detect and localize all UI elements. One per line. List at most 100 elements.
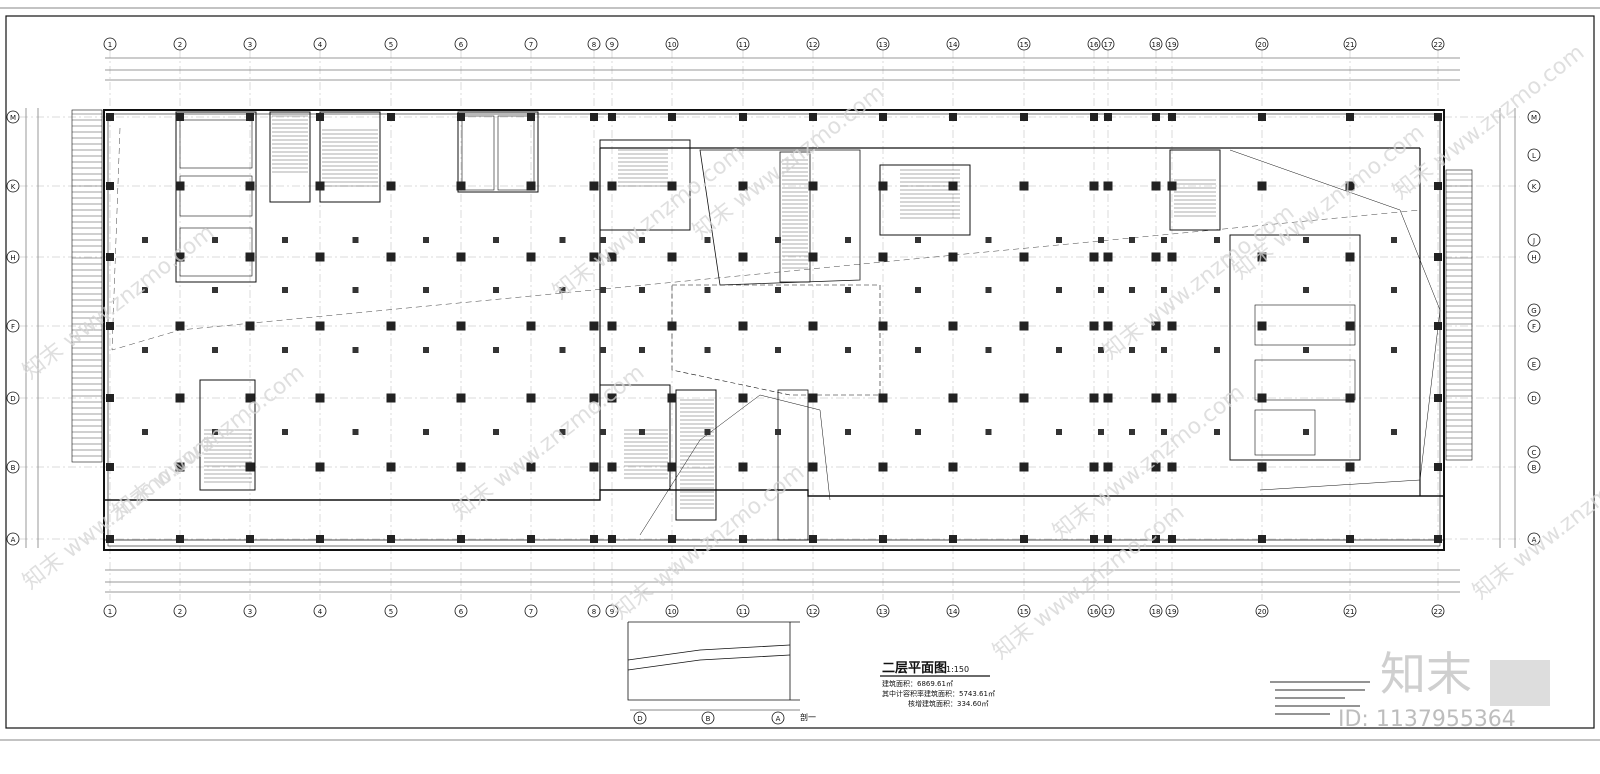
column (456, 181, 466, 191)
row-bubble-right: M (1527, 110, 1541, 124)
column-small (1161, 429, 1167, 435)
column (808, 462, 818, 472)
svg-text:M: M (10, 114, 16, 122)
svg-text:H: H (10, 254, 15, 262)
column-small (1098, 429, 1104, 435)
column (607, 462, 617, 472)
column-small (1098, 287, 1104, 293)
row-bubble-left: K (6, 179, 20, 193)
svg-text:21: 21 (1346, 41, 1355, 49)
column-small (1303, 347, 1309, 353)
column-small (775, 287, 781, 293)
svg-text:15: 15 (1020, 41, 1029, 49)
column-bubble: 22 (1431, 604, 1445, 618)
svg-text:1: 1 (108, 608, 112, 616)
column (526, 181, 536, 191)
column (527, 535, 535, 543)
column-bubble: 8 (587, 37, 601, 51)
column (176, 113, 184, 121)
column-small (493, 429, 499, 435)
left-ramp-stair (71, 109, 103, 463)
row-bubble-left: M (6, 110, 20, 124)
column-small (352, 237, 359, 243)
svg-text:6: 6 (459, 41, 464, 49)
column (1167, 321, 1177, 331)
column-bubble: 6 (454, 604, 468, 618)
column-small (704, 287, 711, 293)
column-small (142, 347, 148, 353)
column (246, 113, 254, 121)
svg-text:13: 13 (879, 41, 888, 49)
column (738, 252, 748, 262)
column (667, 393, 677, 403)
column (1090, 113, 1098, 121)
column (315, 181, 325, 191)
column (245, 321, 255, 331)
column (607, 252, 617, 262)
column-small (845, 287, 851, 293)
column (808, 321, 818, 331)
svg-text:20: 20 (1258, 608, 1267, 616)
column-small (1214, 287, 1220, 293)
column (948, 252, 958, 262)
column (1345, 252, 1355, 262)
column (526, 321, 536, 331)
column-small (985, 237, 992, 243)
column (106, 113, 114, 121)
column (456, 393, 466, 403)
svg-text:19: 19 (1168, 41, 1177, 49)
column-small (282, 347, 288, 353)
svg-text:3: 3 (248, 41, 252, 49)
column-bubble: 8 (587, 604, 601, 618)
column-bubble: 15 (1017, 37, 1031, 51)
column (1019, 462, 1029, 472)
column-small (704, 237, 711, 243)
column-small (639, 429, 645, 435)
row-bubble-right: J (1527, 233, 1541, 247)
column-small (639, 347, 645, 353)
column (1434, 394, 1442, 402)
column-small (1129, 287, 1135, 293)
section-axis-bubble: D (633, 711, 647, 725)
svg-text:H: H (1531, 254, 1536, 262)
svg-text:C: C (1532, 449, 1537, 457)
section-axis-bubble: A (771, 711, 785, 725)
column (1167, 181, 1177, 191)
column (106, 394, 114, 402)
column (1019, 181, 1029, 191)
column-small (985, 429, 992, 435)
column-small (493, 347, 499, 353)
row-bubble-left: F (6, 319, 20, 333)
column-small (915, 347, 921, 353)
column (1090, 535, 1098, 543)
column (878, 393, 888, 403)
column (667, 462, 677, 472)
column-small (423, 287, 429, 293)
atrium-escalators (671, 149, 881, 541)
column (526, 252, 536, 262)
column-small (1056, 429, 1062, 435)
column (738, 181, 748, 191)
column (667, 252, 677, 262)
column-small (1129, 347, 1135, 353)
column (590, 113, 598, 121)
column (1151, 393, 1161, 403)
column-bubble: 7 (524, 604, 538, 618)
section-label: 剖一 (800, 712, 816, 722)
svg-text:7: 7 (529, 608, 533, 616)
stair-treads (204, 115, 1216, 509)
column (948, 462, 958, 472)
column (1151, 321, 1161, 331)
column-bubble: 2 (173, 37, 187, 51)
svg-text:9: 9 (610, 608, 614, 616)
column (1151, 462, 1161, 472)
column-bubble: 9 (605, 604, 619, 618)
column-small (1214, 429, 1220, 435)
column (386, 462, 396, 472)
column-small (600, 429, 606, 435)
svg-text:5: 5 (389, 608, 393, 616)
column-small (704, 347, 711, 353)
svg-text:3: 3 (248, 608, 252, 616)
column-small (282, 287, 288, 293)
column-small (600, 347, 606, 353)
